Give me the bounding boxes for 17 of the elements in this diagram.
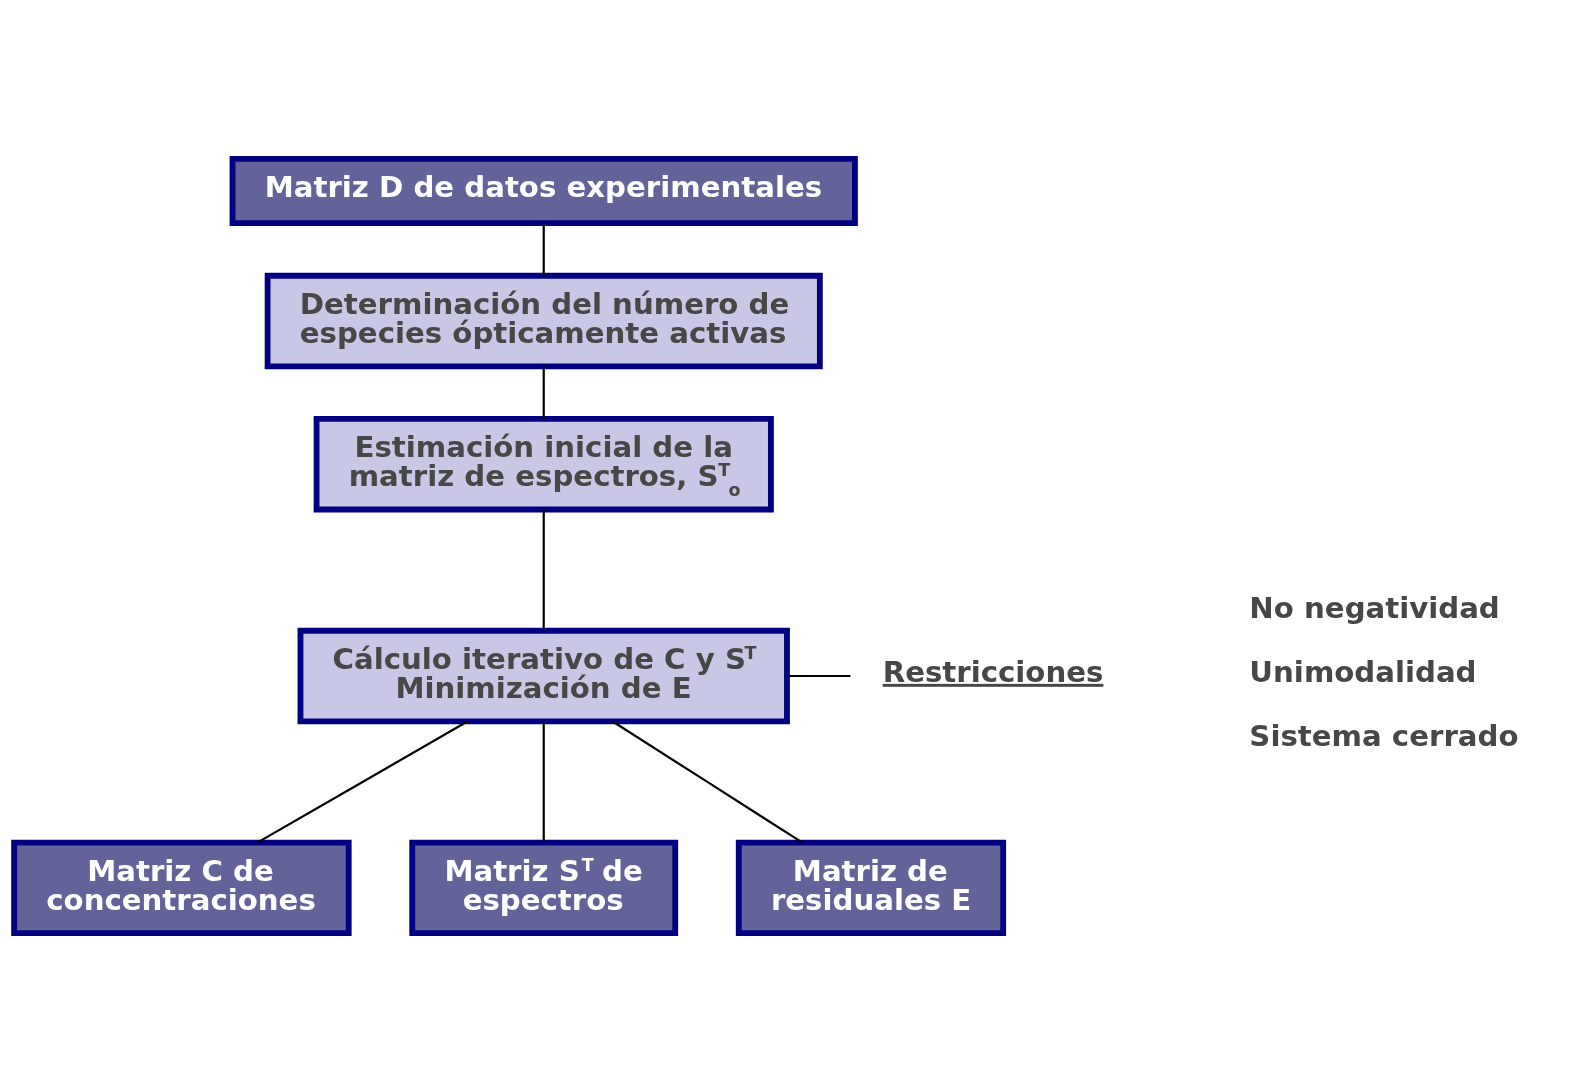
connector: [542, 509, 545, 631]
node-text: Restricciones: [882, 654, 1104, 689]
connector: [612, 720, 803, 844]
node-box: Matriz C de concentraciones: [11, 839, 352, 937]
connector: [257, 720, 468, 844]
connector: [542, 721, 545, 843]
label: Unimodalidad: [1249, 654, 1477, 689]
connector: [787, 674, 851, 678]
node-box: Matriz D de datos experimentales: [229, 155, 858, 227]
connector: [542, 366, 545, 419]
label: No negatividad: [1249, 590, 1500, 625]
label: Sistema cerrado: [1249, 719, 1519, 754]
connector: [542, 223, 545, 276]
node-box: Determinación del número de especies ópticamente activas: [264, 272, 823, 370]
node-box: Matriz de residuales E: [735, 839, 1007, 937]
node-box: Matriz S$^{T}$ de espectros: [409, 839, 679, 937]
node-box: Cálculo iterativo de C y S$^{T}$ Minimización de E: [297, 627, 790, 725]
